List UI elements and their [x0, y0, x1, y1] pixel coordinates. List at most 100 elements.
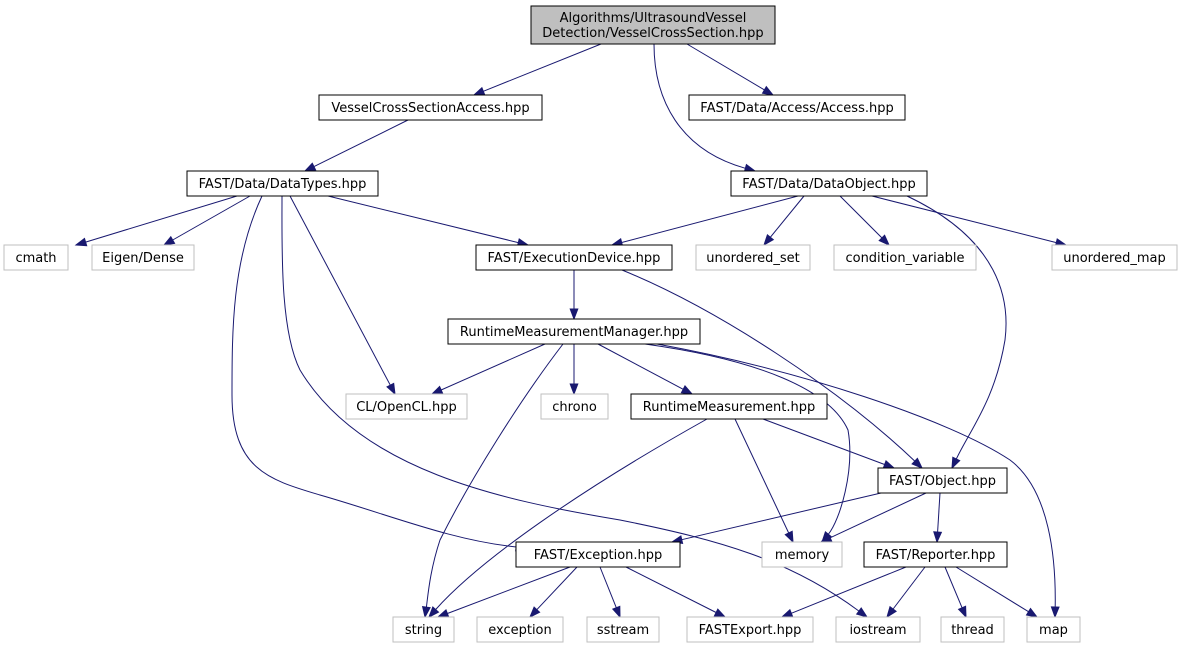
node-reporter[interactable]: FAST/Reporter.hpp [863, 541, 1008, 568]
edge-object-to-exception [670, 492, 882, 544]
node-label: condition_variable [845, 251, 964, 266]
node-box [318, 94, 543, 121]
node-label: sstream [597, 623, 649, 638]
node-box [586, 616, 660, 643]
edge-rm-to-object [762, 418, 896, 469]
node-vcsa[interactable]: VesselCrossSectionAccess.hpp [318, 94, 543, 121]
edge-line [892, 566, 926, 610]
arrowhead [763, 234, 775, 247]
edge-line [597, 343, 684, 390]
edge-line [791, 566, 907, 614]
edge-root-to-access [686, 43, 775, 96]
edge-line [644, 343, 851, 535]
edge-line [686, 43, 765, 91]
node-chrono: chrono [540, 393, 609, 420]
node-condvar: condition_variable [833, 244, 977, 271]
edge-rmm-to-rm [597, 343, 694, 395]
node-object[interactable]: FAST/Object.hpp [877, 467, 1008, 494]
node-box [730, 170, 928, 197]
node-box [695, 244, 811, 271]
arrowhead [436, 609, 450, 618]
edge-line [536, 566, 578, 611]
edge-line [906, 195, 1007, 460]
edge-dataobject-to-condvar [839, 195, 890, 246]
node-exception[interactable]: FAST/Exception.hpp [515, 541, 681, 568]
node-cmath: cmath [3, 244, 69, 271]
arrowhead [569, 383, 579, 396]
edge-line [447, 566, 571, 614]
node-box [761, 541, 843, 568]
edge-line [327, 195, 519, 244]
edge-reporter-to-fastexport [780, 566, 907, 618]
edge-line [839, 195, 883, 239]
arrowhead [611, 605, 621, 619]
edge-line [621, 195, 799, 243]
node-box [686, 616, 814, 643]
node-datatypes[interactable]: FAST/Data/DataTypes.hpp [186, 170, 379, 197]
node-label: FAST/ExecutionDevice.hpp [488, 251, 661, 266]
node-fastexport: FASTExport.hpp [686, 616, 814, 643]
arrowhead [886, 605, 897, 619]
arrowhead [784, 530, 794, 544]
dependency-edges [74, 43, 1068, 619]
node-box [833, 244, 977, 271]
edge-rm-to-memory [734, 418, 794, 544]
arrowhead [933, 531, 943, 544]
node-box [91, 244, 195, 271]
edge-line [944, 566, 963, 608]
edge-exception-to-fastexport [625, 566, 727, 618]
node-string: string [392, 616, 455, 643]
node-box [530, 5, 776, 45]
node-box [940, 616, 1005, 643]
node-unordered-set: unordered_set [695, 244, 811, 271]
arrowhead [529, 606, 541, 619]
node-rmm[interactable]: RuntimeMeasurementManager.hpp [447, 318, 701, 345]
edge-line [829, 492, 927, 539]
edge-rmm-to-memory [644, 343, 851, 544]
node-label: cmath [15, 251, 56, 266]
node-root[interactable]: Algorithms/UltrasoundVesselDetection/Ves… [530, 5, 776, 45]
node-label: memory [775, 548, 830, 563]
edge-line [734, 418, 790, 534]
node-rm[interactable]: RuntimeMeasurement.hpp [630, 393, 828, 420]
edge-execdevice-to-object [621, 269, 924, 469]
edge-line [281, 195, 860, 612]
node-dataobject[interactable]: FAST/Data/DataObject.hpp [730, 170, 928, 197]
edge-rmm-to-opencl [430, 343, 546, 395]
node-label: Eigen/Dense [102, 251, 184, 266]
node-box [863, 541, 1008, 568]
node-box [688, 94, 906, 121]
node-box [630, 393, 828, 420]
node-thread: thread [940, 616, 1005, 643]
node-label: string [405, 623, 442, 638]
arrowhead [428, 606, 440, 619]
node-label: FAST/Data/Access/Access.hpp [700, 101, 893, 116]
edge-line [599, 566, 617, 608]
edge-datatypes-to-eigen [162, 195, 251, 246]
node-execdevice[interactable]: FAST/ExecutionDevice.hpp [475, 244, 673, 271]
edge-line [483, 43, 602, 92]
edge-dataobject-to-unordered_map [871, 195, 1068, 247]
node-box [447, 318, 701, 345]
node-map: map [1026, 616, 1081, 643]
edge-datatypes-to-iostream [281, 195, 869, 618]
edge-datatypes-to-cmath [74, 195, 238, 247]
edge-line [625, 566, 717, 613]
arrowhead [780, 608, 794, 618]
edge-line [425, 343, 564, 608]
node-label: VesselCrossSectionAccess.hpp [331, 101, 529, 116]
edge-line [762, 418, 885, 465]
arrowhead [386, 382, 396, 396]
node-opencl: CL/OpenCL.hpp [345, 393, 468, 420]
edge-rmm-to-string [421, 343, 564, 619]
node-exception-std: exception [476, 616, 564, 643]
edge-line [85, 195, 238, 243]
edge-line [231, 195, 517, 548]
arrowhead [951, 456, 961, 470]
dependency-nodes: Algorithms/UltrasoundVesselDetection/Ves… [3, 5, 1178, 643]
node-label: CL/OpenCL.hpp [356, 400, 457, 415]
arrowhead [855, 607, 869, 618]
node-access[interactable]: FAST/Data/Access/Access.hpp [688, 94, 906, 121]
edge-rmm-to-map [656, 343, 1060, 619]
node-label: FAST/Exception.hpp [534, 548, 663, 563]
